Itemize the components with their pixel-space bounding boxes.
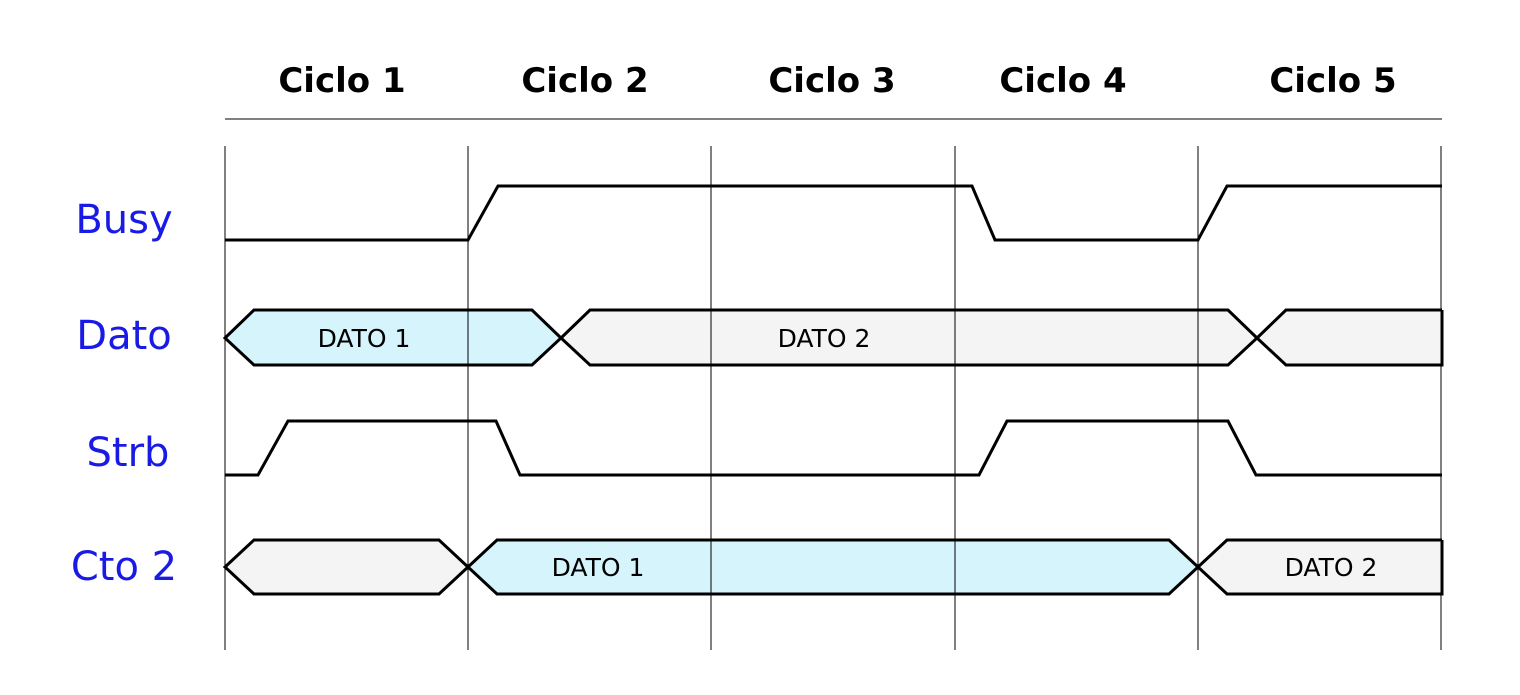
cycle-label-4: Ciclo 4 bbox=[999, 61, 1126, 101]
busy-waveform bbox=[225, 184, 1442, 242]
signal-label-busy: Busy bbox=[75, 197, 172, 243]
cycle-label-5: Ciclo 5 bbox=[1269, 61, 1396, 101]
bus-outline-cto2-3 bbox=[1195, 538, 1444, 596]
cycle-label-3: Ciclo 3 bbox=[768, 61, 895, 101]
bus-segment-cto2-3 bbox=[1198, 540, 1442, 594]
signal-label-dato: Dato bbox=[76, 313, 171, 359]
cycle-label-1: Ciclo 1 bbox=[278, 61, 405, 101]
bus-segment-cto2-2 bbox=[468, 540, 1198, 594]
bus-segment-dato-3 bbox=[1257, 310, 1442, 365]
strb-waveform bbox=[225, 419, 1442, 477]
bus-segment-dato-1 bbox=[225, 310, 561, 365]
bus-dato bbox=[225, 310, 1442, 365]
bus-label-dato-2: DATO 2 bbox=[778, 324, 871, 353]
bus-outline-dato-3 bbox=[1254, 308, 1444, 367]
bus-segment-dato-2 bbox=[561, 310, 1257, 365]
signal-label-strb: Strb bbox=[87, 430, 170, 476]
signal-label-cto2: Cto 2 bbox=[71, 544, 177, 590]
bus-label-cto2-1: DATO 1 bbox=[552, 553, 645, 582]
bus-cto2 bbox=[225, 540, 1442, 594]
bus-labels: DATO 1 DATO 2 DATO 1 DATO 2 bbox=[318, 324, 1378, 582]
cycle-label-2: Ciclo 2 bbox=[521, 61, 648, 101]
bus-outlines bbox=[222, 308, 1444, 596]
bus-label-cto2-2: DATO 2 bbox=[1285, 553, 1378, 582]
bus-label-dato-1: DATO 1 bbox=[318, 324, 411, 353]
cycle-header: Ciclo 1 Ciclo 2 Ciclo 3 Ciclo 4 Ciclo 5 bbox=[225, 61, 1442, 120]
bus-segment-cto2-1 bbox=[225, 540, 468, 594]
signal-labels: Busy Dato Strb Cto 2 bbox=[71, 197, 177, 590]
